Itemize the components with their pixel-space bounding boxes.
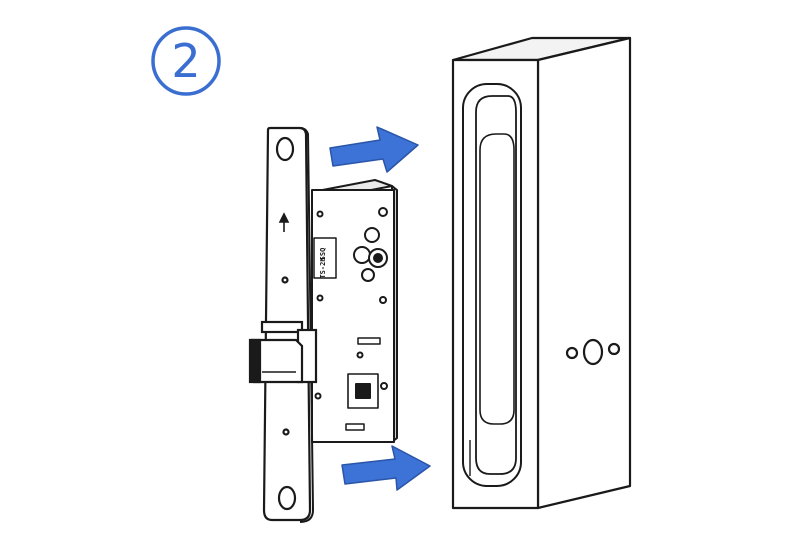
up-arrow-icon bbox=[278, 212, 290, 232]
faceplate-hole-lower bbox=[282, 428, 290, 436]
faceplate-edge bbox=[299, 127, 315, 523]
step-number: 2 bbox=[171, 34, 201, 88]
case-hole-mid bbox=[379, 296, 387, 304]
case-hole-left-mid bbox=[316, 294, 324, 302]
case-hole-left-low bbox=[314, 392, 322, 400]
spindle-bottom bbox=[361, 268, 375, 282]
spindle-left bbox=[353, 246, 371, 264]
latch-face bbox=[248, 338, 262, 384]
mortise-label-line1: SSQ bbox=[319, 248, 327, 261]
case-hole-low bbox=[380, 382, 388, 390]
spindle-top bbox=[364, 227, 380, 243]
door-block bbox=[451, 36, 632, 510]
step-circle bbox=[151, 26, 221, 96]
right-arrow-icon bbox=[341, 445, 431, 491]
door-hole-spindle bbox=[582, 338, 604, 366]
case-slot-lower bbox=[345, 423, 365, 431]
case-slot-upper bbox=[357, 337, 381, 345]
mortise-label-line2: TS-2H bbox=[319, 257, 327, 278]
door-right-face bbox=[536, 36, 632, 510]
right-arrow-icon bbox=[329, 126, 419, 173]
faceplate-screw-top bbox=[275, 136, 295, 162]
door-hole-left bbox=[565, 346, 579, 360]
case-hole-top bbox=[378, 207, 388, 217]
mortise-pocket-core bbox=[479, 133, 515, 425]
case-pin bbox=[356, 351, 364, 359]
mortise-lock bbox=[311, 179, 398, 443]
case-hole-left-top bbox=[316, 210, 324, 218]
spindle-right-core bbox=[373, 253, 383, 263]
latch-bolt bbox=[248, 320, 318, 384]
latch-frame-top bbox=[260, 320, 304, 334]
faceplate-hole-upper bbox=[281, 276, 289, 284]
case-label-plate bbox=[313, 237, 337, 279]
door-hole-right bbox=[607, 342, 621, 356]
faceplate-screw-bottom bbox=[277, 485, 297, 511]
case-square-core bbox=[355, 383, 371, 399]
